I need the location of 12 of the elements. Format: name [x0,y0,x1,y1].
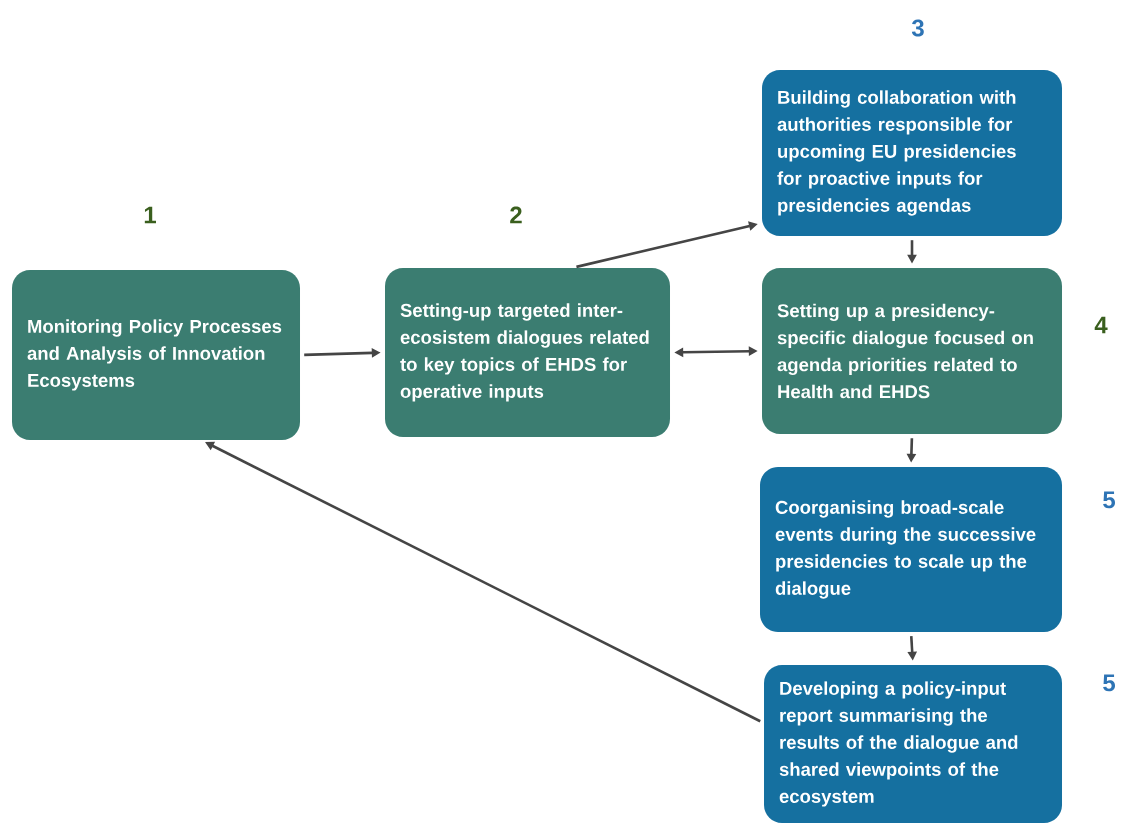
process-box: Developing a policy-input report summarising the results of the dialogue and shared viewpoints of the ecosystem [764,665,1062,823]
step-number: 2 [510,206,522,224]
step-number: 5 [1103,674,1115,692]
step-number: 1 [144,206,156,224]
process-box: Monitoring Policy Processes and Analysis of Innovation Ecosystems [12,270,300,440]
step-number: 5 [1103,491,1115,509]
step-number: 3 [911,19,924,37]
process-box: Coorganising broad-scale events during the successive presidencies to scale up the dialogue [760,467,1062,632]
process-box: Setting up a presidency-specific dialogue focused on agenda priorities related to Health and EHDS [762,268,1062,434]
step-number: 4 [1094,316,1108,334]
process-box: Setting-up targeted inter-ecosistem dialogues related to key topics of EHDS for operative inputs [385,268,670,437]
process-box: Building collaboration with authorities responsible for upcoming EU presidencies for proactive inputs for presidencies agendas [762,70,1062,236]
